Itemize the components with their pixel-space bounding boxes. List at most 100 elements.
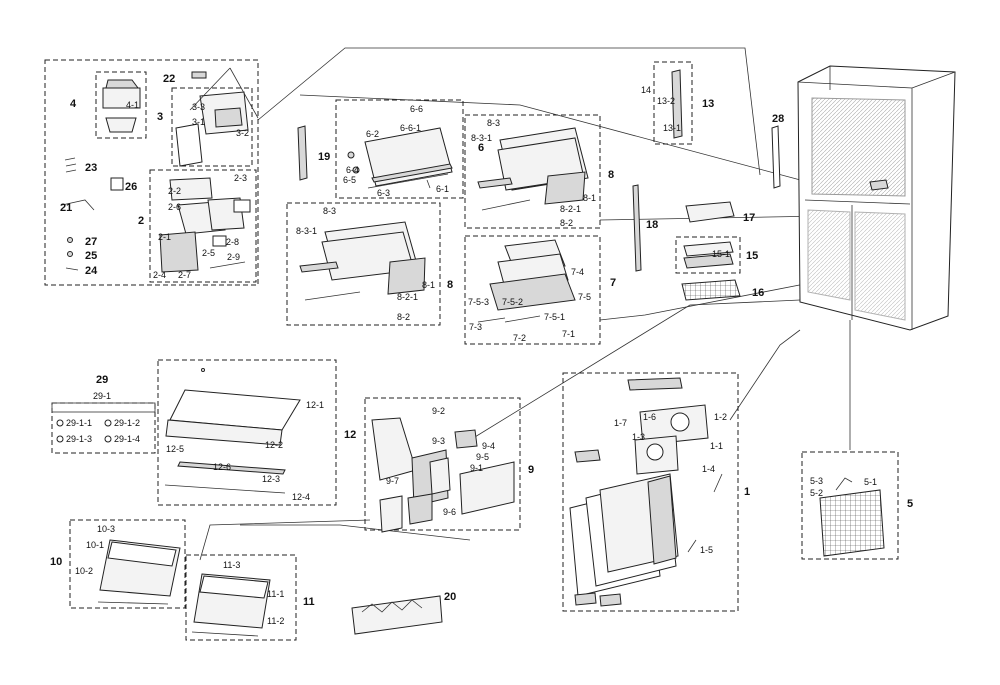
label-1-5: 1-5 [700, 545, 713, 555]
label-4-1: 4-1 [126, 100, 139, 110]
label-7: 7 [610, 277, 616, 289]
group-shelf-12 [157, 359, 337, 506]
label-2: 2 [138, 215, 144, 227]
label-6-1: 6-1 [436, 184, 449, 194]
group-9-ice-motor [364, 397, 521, 533]
label-1-3: 1-3 [632, 432, 645, 442]
group-shelf-6 [335, 99, 464, 199]
label-3-3: 3-3 [192, 102, 205, 112]
label-8-3-top: 8-3 [487, 118, 500, 128]
label-11: 11 [303, 596, 315, 608]
label-15: 15 [746, 250, 758, 262]
label-8-3-mid: 8-3 [323, 206, 336, 216]
label-8-mid: 8 [447, 279, 453, 291]
label-17: 17 [743, 212, 755, 224]
label-5-1: 5-1 [864, 477, 877, 487]
label-6: 6 [478, 142, 484, 154]
label-7-2: 7-2 [513, 333, 526, 343]
label-8-3-1-top: 8-3-1 [471, 133, 492, 143]
label-7-4: 7-4 [571, 267, 584, 277]
label-8-3-1-mid: 8-3-1 [296, 226, 317, 236]
label-7-5: 7-5 [578, 292, 591, 302]
label-25: 25 [85, 250, 97, 262]
label-8-2-1-mid: 8-2-1 [397, 292, 418, 302]
label-9-3: 9-3 [432, 436, 445, 446]
label-3-1: 3-1 [192, 117, 205, 127]
label-15-1: 15-1 [712, 249, 730, 259]
label-7-5-3: 7-5-3 [468, 297, 489, 307]
label-7-5-1: 7-5-1 [544, 312, 565, 322]
label-1-1: 1-1 [710, 441, 723, 451]
group-icemaker [44, 59, 259, 286]
label-6-5: 6-5 [343, 175, 356, 185]
label-23: 23 [85, 162, 97, 174]
label-2-2: 2-2 [168, 186, 181, 196]
part-20-tray [351, 595, 443, 635]
label-2-9: 2-9 [227, 252, 240, 262]
label-1-7: 1-7 [614, 418, 627, 428]
label-2-5: 2-5 [202, 248, 215, 258]
label-9: 9 [528, 464, 534, 476]
label-20: 20 [444, 591, 456, 603]
label-7-3: 7-3 [469, 322, 482, 332]
label-27: 27 [85, 236, 97, 248]
label-1-4: 1-4 [702, 464, 715, 474]
label-12-2: 12-2 [265, 440, 283, 450]
label-13-1: 13-1 [663, 123, 681, 133]
label-6-2: 6-2 [366, 129, 379, 139]
label-29-1: 29-1 [93, 391, 111, 401]
label-9-1: 9-1 [470, 463, 483, 473]
label-9-6: 9-6 [443, 507, 456, 517]
label-29-1-4: 29-1-4 [114, 434, 140, 444]
label-5: 5 [907, 498, 913, 510]
group-shelf-8-mid [286, 202, 441, 326]
label-2-7: 2-7 [178, 270, 191, 280]
label-3: 3 [157, 111, 163, 123]
label-2-6: 2-6 [168, 202, 181, 212]
label-10-2: 10-2 [75, 566, 93, 576]
label-9-7: 9-7 [386, 476, 399, 486]
label-12-1: 12-1 [306, 400, 324, 410]
label-8-top: 8 [608, 169, 614, 181]
group-shelf-8-top [464, 114, 601, 229]
label-10: 10 [50, 556, 62, 568]
label-6-6: 6-6 [410, 104, 423, 114]
label-11-2: 11-2 [267, 616, 284, 626]
group-15-16-17 [675, 201, 741, 301]
group-29 [51, 402, 156, 454]
group-11-drawer [185, 554, 297, 641]
label-18: 18 [646, 219, 658, 231]
label-9-2: 9-2 [432, 406, 445, 416]
refrigerator-cabinet [797, 65, 956, 331]
label-12-5: 12-5 [166, 444, 184, 454]
leader-lines [199, 47, 921, 561]
label-10-3: 10-3 [97, 524, 115, 534]
label-8-1-mid: 8-1 [422, 280, 435, 290]
group-shelf-7 [464, 235, 601, 345]
label-21: 21 [60, 202, 72, 214]
group-10-drawer [69, 519, 186, 609]
label-3-2: 3-2 [236, 128, 249, 138]
label-26: 26 [125, 181, 137, 193]
label-13: 13 [702, 98, 714, 110]
rails [297, 61, 781, 272]
label-5-2: 5-2 [810, 488, 823, 498]
label-1-2: 1-2 [714, 412, 727, 422]
label-9-5: 9-5 [476, 452, 489, 462]
label-6-6-1: 6-6-1 [400, 123, 421, 133]
label-6-4: 6-4 [346, 165, 359, 175]
label-13-2: 13-2 [657, 96, 675, 106]
label-8-2-mid: 8-2 [397, 312, 410, 322]
label-19: 19 [318, 151, 330, 163]
label-12-3: 12-3 [262, 474, 280, 484]
label-7-1: 7-1 [562, 329, 575, 339]
label-29-1-3: 29-1-3 [66, 434, 92, 444]
label-22: 22 [163, 73, 175, 85]
label-8-2-1-top: 8-2-1 [560, 204, 581, 214]
group-1-door [562, 372, 739, 612]
label-9-4: 9-4 [482, 441, 495, 451]
label-1: 1 [744, 486, 750, 498]
label-12: 12 [344, 429, 356, 441]
label-2-8: 2-8 [226, 237, 239, 247]
